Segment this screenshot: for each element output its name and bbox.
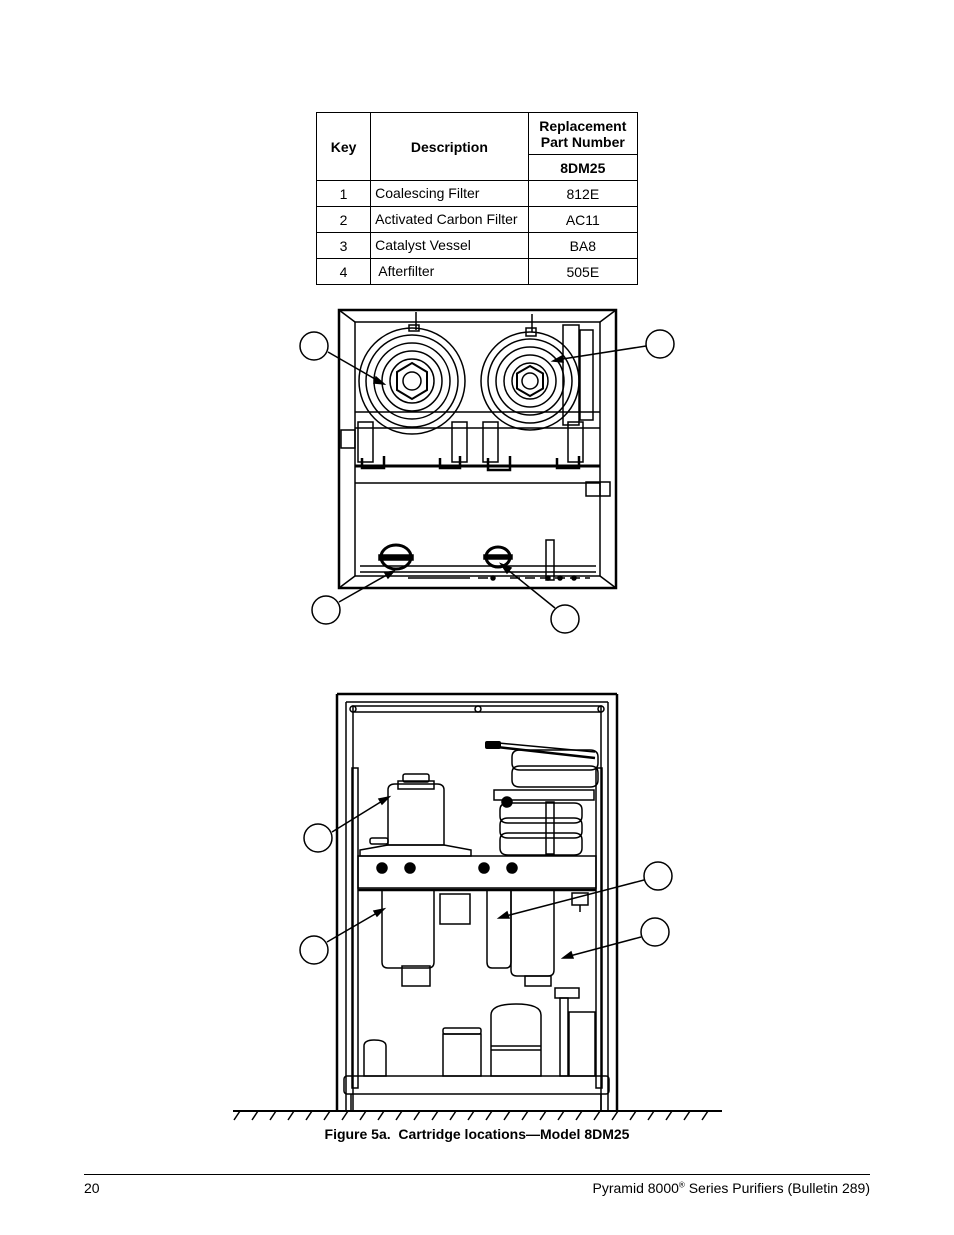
row-part: AC11: [527, 206, 639, 233]
row-part: 812E: [527, 180, 639, 207]
table-row: 4 Afterfilter 505E: [315, 258, 639, 285]
footer-title: Pyramid 8000® Series Purifiers (Bulletin…: [593, 1180, 870, 1196]
description-header: Description: [370, 112, 529, 181]
footer-title-suffix: Series Purifiers (Bulletin 289): [684, 1180, 870, 1196]
parts-table: Key Description Replacement Part Number …: [315, 112, 639, 285]
row-key: 4: [315, 258, 372, 285]
row-part: BA8: [527, 232, 639, 259]
front-view-callouts: [299, 795, 673, 965]
leader-line: [326, 909, 383, 943]
leader-line: [565, 936, 642, 958]
callout-circle: [299, 935, 329, 965]
row-description: Afterfilter: [370, 258, 529, 285]
leader-line: [331, 797, 388, 833]
registered-mark: ®: [678, 1180, 685, 1190]
leader-line: [555, 345, 647, 361]
table-row: 2 Activated Carbon Filter AC11: [315, 206, 639, 233]
leader-line: [501, 879, 645, 918]
figure-caption: Figure 5a. Cartridge locations—Model 8DM…: [324, 1126, 630, 1142]
table-row: 3 Catalyst Vessel BA8: [315, 232, 639, 259]
row-description: Coalescing Filter: [370, 180, 529, 207]
callout-circle: [643, 861, 673, 891]
leader-line: [338, 571, 393, 603]
row-key: 2: [315, 206, 372, 233]
footer-divider: [84, 1174, 870, 1175]
top-view-diagram: [337, 308, 618, 590]
key-header: Key: [315, 112, 372, 181]
row-part: 505E: [527, 258, 639, 285]
table-row: 1 Coalescing Filter 812E: [315, 180, 639, 207]
callout-circle: [645, 329, 675, 359]
row-description: Catalyst Vessel: [370, 232, 529, 259]
leader-line: [502, 565, 556, 609]
model-header: 8DM25: [527, 154, 639, 181]
callout-circle: [299, 331, 329, 361]
callout-circle: [311, 595, 341, 625]
leader-line: [327, 351, 383, 384]
page-number: 20: [84, 1180, 100, 1196]
row-description: Activated Carbon Filter: [370, 206, 529, 233]
callout-circle: [640, 917, 670, 947]
top-view-callouts: [299, 329, 675, 634]
callout-circle: [303, 823, 333, 853]
front-view-diagram: [233, 692, 722, 1121]
footer-title-prefix: Pyramid 8000: [592, 1180, 679, 1196]
callout-circle: [550, 604, 580, 634]
